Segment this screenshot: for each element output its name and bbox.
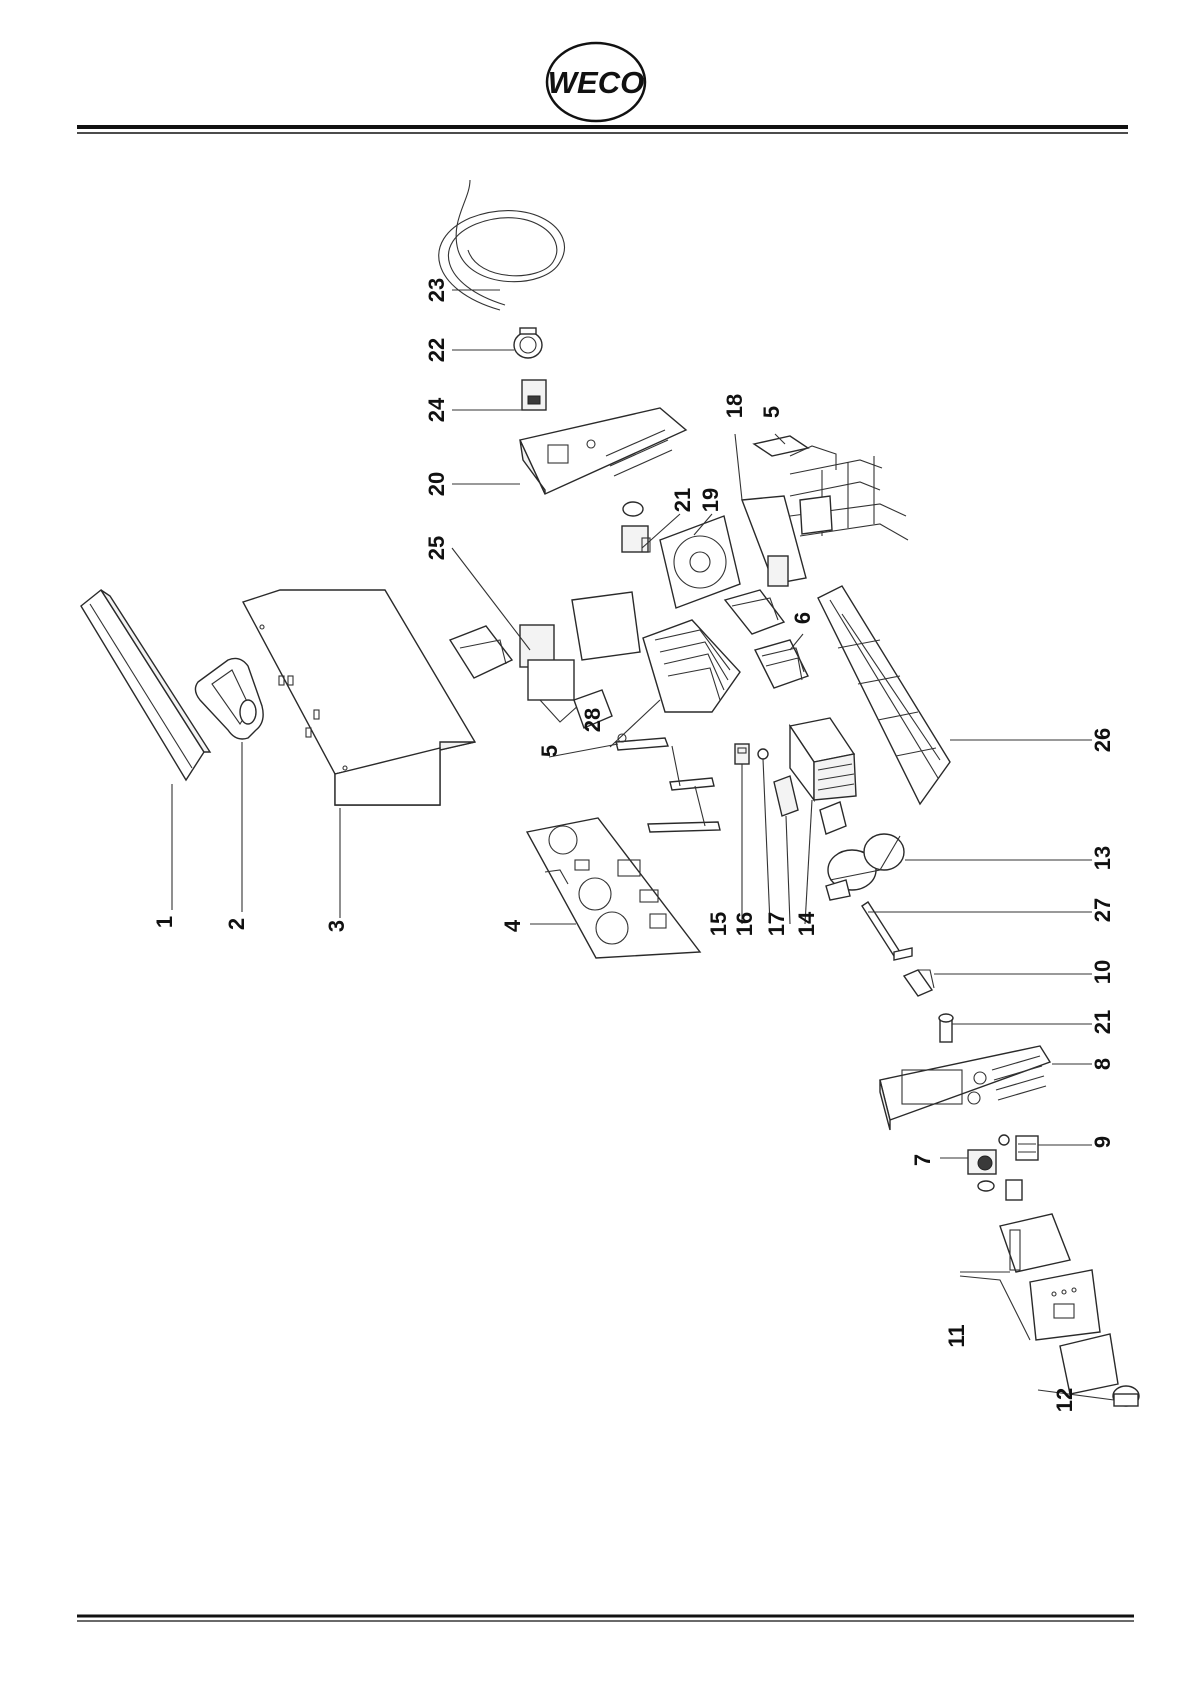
callout-6: 6 xyxy=(790,612,815,624)
part-13-inductor xyxy=(820,802,904,900)
callout-21-lower: 21 xyxy=(1090,1010,1115,1034)
part-21-pin-lower xyxy=(939,1014,953,1042)
part-15-connector xyxy=(735,744,749,764)
callout-4: 4 xyxy=(500,919,525,932)
header: WECO xyxy=(77,43,1128,133)
part-11-control-pcb xyxy=(1000,1214,1100,1340)
footer xyxy=(77,1616,1134,1621)
callout-13: 13 xyxy=(1090,846,1115,870)
callout-17: 17 xyxy=(764,912,789,936)
part-20-rear-panel xyxy=(520,408,686,494)
callout-27: 27 xyxy=(1090,898,1115,922)
callout-9: 9 xyxy=(1090,1136,1115,1148)
part-19-fan xyxy=(660,516,740,608)
part-14-heatsink-cube xyxy=(790,718,856,800)
callout-8: 8 xyxy=(1090,1058,1115,1070)
part-1-top-cover xyxy=(81,590,210,780)
callout-11: 11 xyxy=(944,1324,969,1347)
part-7-socket xyxy=(968,1135,1009,1174)
part-16-knob xyxy=(758,749,768,759)
callout-14: 14 xyxy=(794,911,819,936)
brand-logo: WECO xyxy=(547,43,645,121)
callout-1: 1 xyxy=(152,916,177,928)
callout-20: 20 xyxy=(424,472,449,496)
part-24-switch xyxy=(522,380,546,410)
callout-28: 28 xyxy=(580,708,605,732)
callout-3: 3 xyxy=(324,920,349,932)
leader-lines xyxy=(172,290,1114,1400)
part-18-board xyxy=(742,496,806,586)
part-3-housing xyxy=(243,590,475,805)
part-25-inner-frame xyxy=(450,592,640,728)
part-2-handle xyxy=(195,658,263,739)
callout-16: 16 xyxy=(732,912,757,936)
part-17-clip xyxy=(774,776,798,816)
callout-26: 26 xyxy=(1090,728,1115,752)
part-8-front-panel xyxy=(880,1046,1050,1130)
callout-24: 24 xyxy=(424,397,449,422)
part-22-cable-gland xyxy=(514,328,542,358)
callout-7: 7 xyxy=(910,1154,935,1166)
callout-19: 19 xyxy=(698,488,723,512)
parts xyxy=(81,180,1139,1406)
callout-12: 12 xyxy=(1052,1388,1077,1412)
part-10-bracket xyxy=(904,970,934,996)
part-27-bracket xyxy=(862,902,912,960)
part-28-heatsink-large xyxy=(643,620,740,712)
brand-logo-text: WECO xyxy=(548,65,644,100)
callout-10: 10 xyxy=(1090,960,1115,984)
callout-18: 18 xyxy=(722,394,747,418)
callout-15: 15 xyxy=(706,912,731,936)
part-4-main-pcb xyxy=(527,818,700,958)
callout-25: 25 xyxy=(424,536,449,560)
callout-5-upper: 5 xyxy=(759,406,784,418)
callout-2: 2 xyxy=(224,918,249,930)
callout-23: 23 xyxy=(424,278,449,302)
part-5-bars xyxy=(616,734,720,832)
callout-22: 22 xyxy=(424,338,449,362)
callout-21-upper: 21 xyxy=(670,488,695,512)
callout-5-lower: 5 xyxy=(537,745,562,757)
